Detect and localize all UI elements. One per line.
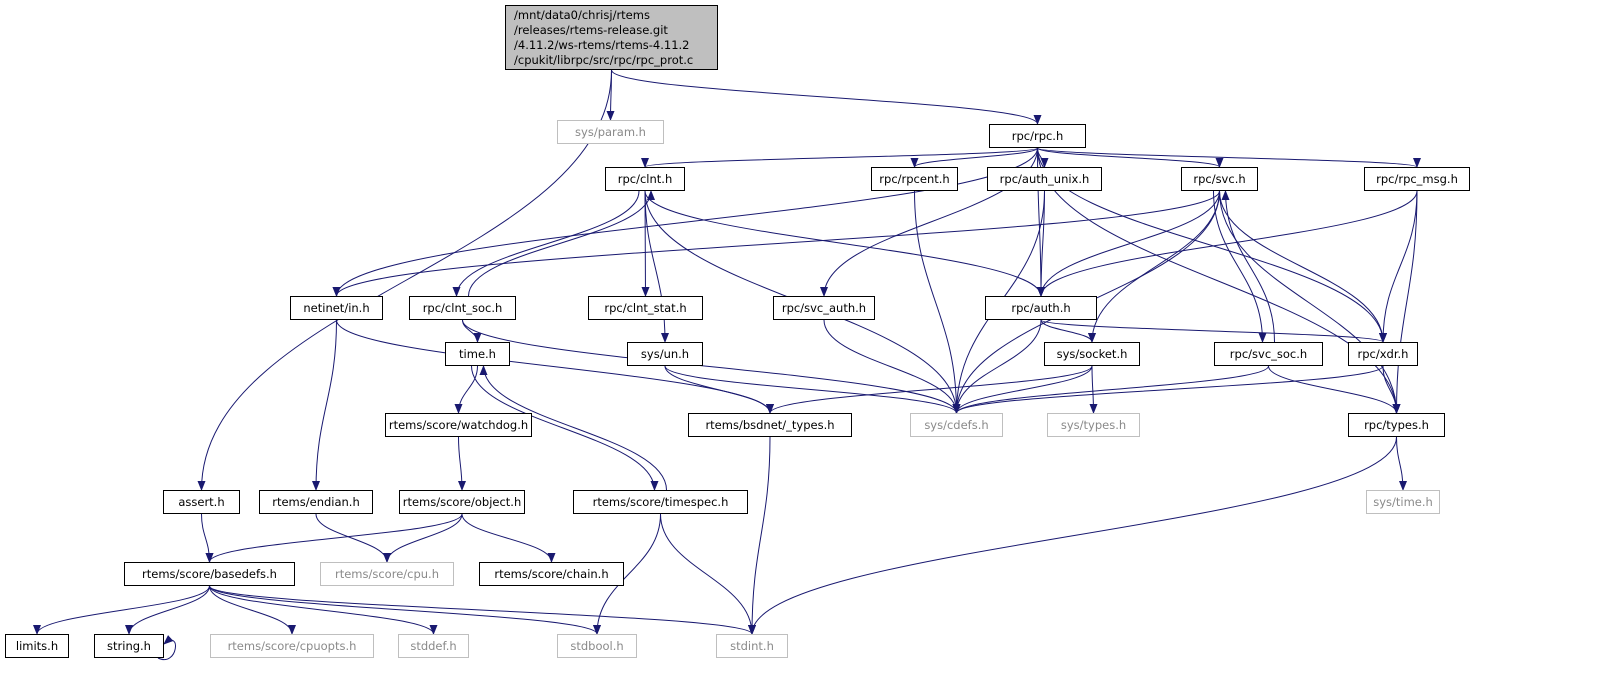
node-sys-un[interactable]: sys/un.h bbox=[627, 342, 703, 366]
node-sys-cdefs: sys/cdefs.h bbox=[910, 413, 1003, 437]
edge-svc-soc-to-rpc-types bbox=[1268, 365, 1401, 414]
node-rpcent[interactable]: rpc/rpcent.h bbox=[871, 167, 958, 191]
edge-basedefs-to-stddef bbox=[209, 585, 438, 635]
node-cpuopts: rtems/score/cpuopts.h bbox=[210, 634, 374, 658]
edge-sys-un-to-bsdnet-types bbox=[664, 365, 774, 414]
edge-svc-to-svc-soc bbox=[1213, 190, 1267, 343]
edge-rpc-msg-to-rpc-types bbox=[1392, 190, 1418, 414]
node-cpu: rtems/score/cpu.h bbox=[320, 562, 454, 586]
node-sys-time: sys/time.h bbox=[1366, 490, 1440, 514]
edge-bsdnet-types-to-stdint bbox=[748, 436, 771, 635]
node-sys-param: sys/param.h bbox=[557, 120, 664, 144]
edge-string-to-string bbox=[157, 635, 176, 661]
edge-basedefs-to-stdint bbox=[209, 585, 756, 635]
edge-xdr-to-sys-cdefs bbox=[952, 365, 1384, 414]
edge-auth-to-xdr bbox=[1040, 319, 1387, 343]
node-svc[interactable]: rpc/svc.h bbox=[1181, 167, 1258, 191]
edge-watchdog-to-object bbox=[457, 436, 466, 491]
node-time[interactable]: time.h bbox=[445, 342, 510, 366]
node-stddef: stddef.h bbox=[398, 634, 469, 658]
node-basedefs[interactable]: rtems/score/basedefs.h bbox=[124, 562, 295, 586]
edge-rpc-to-rpc-types bbox=[1037, 147, 1401, 414]
edge-object-to-basedefs bbox=[205, 513, 463, 563]
edge-rpc-types-to-stdint bbox=[748, 436, 1397, 635]
edge-svc-to-xdr bbox=[1219, 190, 1387, 343]
node-svc-soc[interactable]: rpc/svc_soc.h bbox=[1214, 342, 1323, 366]
node-auth-unix[interactable]: rpc/auth_unix.h bbox=[987, 167, 1102, 191]
node-netinet-in[interactable]: netinet/in.h bbox=[290, 296, 383, 320]
edge-basedefs-to-limits bbox=[33, 585, 210, 635]
edge-endian-to-cpu bbox=[315, 513, 391, 563]
node-string[interactable]: string.h bbox=[94, 634, 164, 658]
node-auth[interactable]: rpc/auth.h bbox=[985, 296, 1097, 320]
node-stdint: stdint.h bbox=[716, 634, 788, 658]
edge-auth-to-sys-socket bbox=[1040, 319, 1096, 343]
edge-rpc-types-to-sys-time bbox=[1396, 436, 1407, 491]
edge-xdr-to-rpc-types bbox=[1382, 365, 1401, 414]
edge-clnt-to-auth bbox=[644, 190, 1045, 297]
edge-rpc-to-clnt bbox=[641, 147, 1038, 168]
edge-rpc-to-svc bbox=[1037, 147, 1224, 168]
node-sys-socket[interactable]: sys/socket.h bbox=[1044, 342, 1140, 366]
edge-rpc-to-rpcent bbox=[910, 147, 1038, 168]
node-rpc-types[interactable]: rpc/types.h bbox=[1348, 413, 1445, 437]
edge-object-to-cpu bbox=[383, 513, 463, 563]
edge-netinet-in-to-endian bbox=[312, 319, 337, 491]
edge-sys-socket-to-sys-cdefs bbox=[952, 365, 1093, 414]
edge-object-to-chain bbox=[461, 513, 556, 563]
edge-svc-auth-to-sys-cdefs bbox=[823, 319, 961, 414]
node-xdr[interactable]: rpc/xdr.h bbox=[1348, 342, 1418, 366]
node-rpc[interactable]: rpc/rpc.h bbox=[989, 124, 1086, 148]
edge-auth-to-sys-cdefs bbox=[952, 319, 1042, 414]
edge-svc-soc-to-sys-cdefs bbox=[952, 365, 1269, 414]
edge-timespec-to-time bbox=[479, 365, 667, 491]
edge-svc-to-auth bbox=[1037, 190, 1220, 297]
node-limits[interactable]: limits.h bbox=[5, 634, 69, 658]
edge-basedefs-to-stdbool bbox=[209, 585, 601, 635]
node-chain[interactable]: rtems/score/chain.h bbox=[479, 562, 624, 586]
edge-clnt-to-sys-un bbox=[644, 190, 669, 343]
edge-rpcent-to-sys-cdefs bbox=[914, 190, 961, 414]
edge-sys-socket-to-bsdnet-types bbox=[766, 365, 1093, 414]
edge-rpc-to-rpc-msg bbox=[1037, 147, 1421, 168]
node-clnt-stat[interactable]: rpc/clnt_stat.h bbox=[588, 296, 703, 320]
node-bsdnet-types[interactable]: rtems/bsdnet/_types.h bbox=[688, 413, 852, 437]
node-assert[interactable]: assert.h bbox=[163, 490, 240, 514]
node-sys-types: sys/types.h bbox=[1047, 413, 1140, 437]
edge-basedefs-to-cpuopts bbox=[209, 585, 296, 635]
node-clnt[interactable]: rpc/clnt.h bbox=[605, 167, 685, 191]
node-rpc-msg[interactable]: rpc/rpc_msg.h bbox=[1364, 167, 1470, 191]
edge-root-to-rpc bbox=[611, 69, 1042, 125]
edge-svc-to-rpc-types bbox=[1219, 190, 1401, 414]
edge-svc-soc-to-svc bbox=[1221, 190, 1275, 343]
edge-time-to-watchdog bbox=[454, 365, 478, 414]
edge-svc-to-sys-socket bbox=[1088, 190, 1220, 343]
node-object[interactable]: rtems/score/object.h bbox=[399, 490, 525, 514]
edge-rpc-msg-to-xdr bbox=[1379, 190, 1418, 343]
node-clnt-soc[interactable]: rpc/clnt_soc.h bbox=[409, 296, 516, 320]
edge-clnt-to-clnt-soc bbox=[452, 190, 640, 297]
node-root[interactable]: /mnt/data0/chrisj/rtems /releases/rtems-… bbox=[505, 5, 718, 70]
edge-sys-socket-to-sys-types bbox=[1089, 365, 1098, 414]
node-stdbool: stdbool.h bbox=[557, 634, 637, 658]
node-endian[interactable]: rtems/endian.h bbox=[259, 490, 373, 514]
edge-clnt-soc-to-sys-cdefs bbox=[462, 319, 961, 414]
edge-basedefs-to-string bbox=[125, 585, 210, 635]
edge-sys-un-to-sys-cdefs bbox=[664, 365, 961, 414]
node-timespec[interactable]: rtems/score/timespec.h bbox=[573, 490, 748, 514]
edge-svc-to-netinet-in bbox=[332, 190, 1220, 297]
node-svc-auth[interactable]: rpc/svc_auth.h bbox=[773, 296, 875, 320]
edge-assert-to-basedefs bbox=[201, 513, 214, 563]
node-watchdog[interactable]: rtems/score/watchdog.h bbox=[385, 413, 532, 437]
edge-rpc-msg-to-auth bbox=[1037, 190, 1418, 297]
edge-time-to-timespec bbox=[471, 365, 659, 491]
edge-clnt-soc-to-clnt bbox=[468, 190, 655, 297]
edge-timespec-to-stdint bbox=[660, 513, 756, 635]
